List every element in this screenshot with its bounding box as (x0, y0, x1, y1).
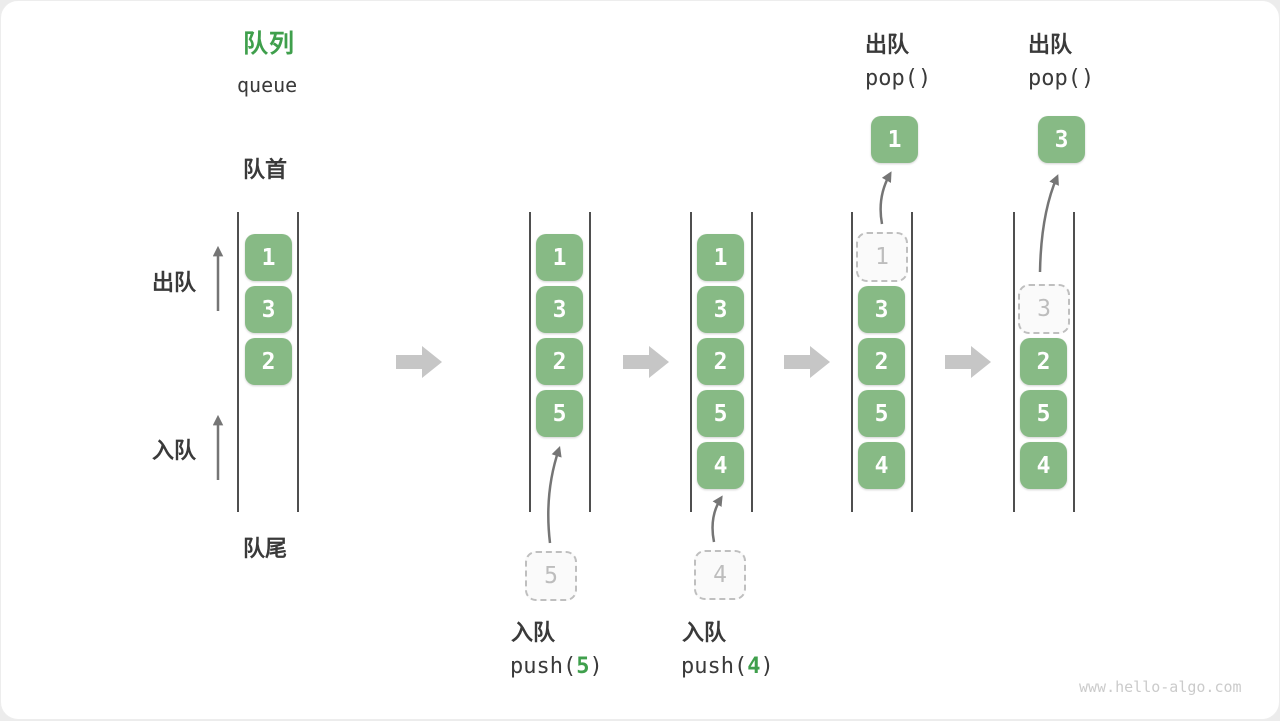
queue-block: 2 (536, 338, 583, 385)
enqueue-op-label: 入队 (682, 620, 727, 645)
queue-block: 1 (697, 234, 744, 281)
push-5-code-label: push(5) (510, 654, 603, 680)
push-code-post: ) (760, 654, 774, 679)
queue-block: 1 (245, 234, 292, 281)
removed-ghost-block: 3 (1018, 284, 1070, 334)
push-code-post: ) (589, 654, 603, 679)
queue-block: 4 (1020, 442, 1067, 489)
queue-wall (751, 212, 753, 512)
transition-right-arrow-icon (623, 346, 669, 378)
popped-block: 1 (871, 116, 918, 163)
push-code-arg: 5 (576, 654, 590, 679)
push-code-arg: 4 (747, 654, 761, 679)
queue-block: 5 (536, 390, 583, 437)
transition-right-arrow-icon (784, 346, 830, 378)
queue-block: 4 (858, 442, 905, 489)
queue-block: 4 (697, 442, 744, 489)
queue-wall (1013, 212, 1015, 512)
incoming-ghost-block: 4 (694, 550, 746, 600)
label-queue-front: 队首 (243, 157, 288, 182)
transition-right-arrow-icon (945, 346, 991, 378)
removed-ghost-block: 1 (856, 232, 908, 282)
popped-block: 3 (1038, 116, 1085, 163)
push-code-pre: push( (681, 654, 748, 679)
push-4-code-label: push(4) (681, 654, 774, 680)
dequeue-op-label: 出队 (1028, 32, 1073, 57)
queue-block: 1 (536, 234, 583, 281)
label-enqueue-direction: 入队 (152, 438, 197, 463)
incoming-ghost-block: 5 (525, 551, 577, 601)
queue-wall (589, 212, 591, 512)
queue-block: 3 (858, 286, 905, 333)
queue-block: 5 (858, 390, 905, 437)
queue-wall (1073, 212, 1075, 512)
label-dequeue-direction: 出队 (152, 270, 197, 295)
queue-wall (237, 212, 239, 512)
queue-wall (297, 212, 299, 512)
queue-wall (911, 212, 913, 512)
queue-block: 3 (245, 286, 292, 333)
push-4-arrow-icon (711, 495, 723, 543)
watermark: www.hello-algo.com (1079, 678, 1242, 696)
queue-block: 5 (697, 390, 744, 437)
queue-wall (690, 212, 692, 512)
queue-block: 3 (697, 286, 744, 333)
pop-code-label: pop() (865, 66, 932, 91)
queue-block: 3 (536, 286, 583, 333)
queue-block: 2 (858, 338, 905, 385)
queue-wall (851, 212, 853, 512)
queue-block: 2 (697, 338, 744, 385)
push-code-pre: push( (510, 654, 577, 679)
figure-title: 队列 (243, 30, 296, 58)
queue-block: 2 (1020, 338, 1067, 385)
dequeue-op-label: 出队 (865, 32, 910, 57)
queue-block: 2 (245, 338, 292, 385)
pop-code-label: pop() (1028, 66, 1095, 91)
figure-subtitle: queue (237, 73, 298, 97)
pop-1-arrow-icon (879, 171, 892, 225)
queue-block: 5 (1020, 390, 1067, 437)
push-5-arrow-icon (547, 446, 562, 544)
pop-3-arrow-icon (1038, 174, 1059, 273)
transition-right-arrow-icon (396, 346, 442, 378)
enqueue-op-label: 入队 (511, 620, 556, 645)
queue-wall (529, 212, 531, 512)
label-queue-rear: 队尾 (243, 536, 288, 561)
